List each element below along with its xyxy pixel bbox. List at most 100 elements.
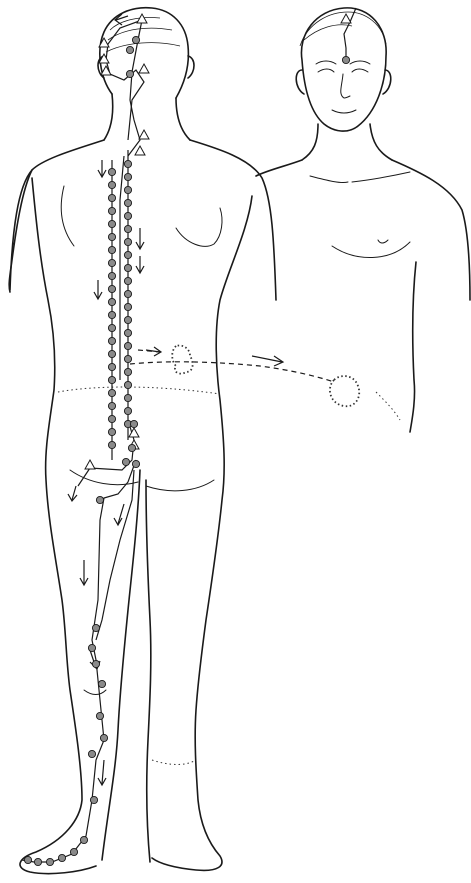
spine-outer-line: [120, 156, 124, 380]
circle-point: [108, 194, 115, 201]
circle-point: [108, 246, 115, 253]
circle-point: [124, 329, 131, 336]
circle-point: [46, 858, 53, 865]
flow-arrow: [98, 760, 106, 785]
flow-arrows: [68, 14, 283, 785]
circle-point: [124, 368, 131, 375]
back-body-right-outline: [152, 140, 276, 870]
circle-point: [92, 624, 99, 631]
flow-arrow: [114, 504, 124, 525]
flow-arrow: [68, 486, 77, 501]
circle-point: [96, 712, 103, 719]
circle-point: [108, 233, 115, 240]
circle-point: [108, 207, 115, 214]
kidney-organ: [172, 345, 192, 373]
circle-point: [124, 355, 131, 362]
back-neck-right: [176, 98, 190, 140]
flow-arrow: [136, 228, 144, 249]
circle-point: [58, 854, 65, 861]
circle-point: [108, 337, 115, 344]
circle-point: [124, 238, 131, 245]
back-neck: [104, 94, 113, 140]
circle-point: [108, 428, 115, 435]
circle-point: [124, 290, 131, 297]
circle-point: [108, 298, 115, 305]
circle-point: [124, 225, 131, 232]
back-left-inner-leg: [102, 470, 140, 860]
back-waist-line: [58, 387, 220, 394]
triangle-marker: [135, 146, 145, 155]
triangle-marker: [139, 130, 149, 139]
flow-arrow: [94, 280, 102, 299]
circle-point: [108, 441, 115, 448]
circle-point: [24, 856, 31, 863]
triangle-marker: [341, 14, 351, 23]
circle-point: [70, 848, 77, 855]
circle-point: [108, 376, 115, 383]
circle-point: [124, 264, 131, 271]
circle-point: [126, 70, 133, 77]
sacral-route: [78, 420, 134, 486]
circle-point: [132, 460, 139, 467]
front-neck: [302, 124, 392, 160]
circle-point: [124, 316, 131, 323]
triangle-marker: [85, 460, 95, 469]
circle-point: [88, 750, 95, 757]
circle-point: [96, 496, 103, 503]
back-scapula-left: [61, 186, 74, 246]
front-mouth: [332, 110, 356, 113]
circle-point: [108, 259, 115, 266]
circle-point: [130, 420, 137, 427]
circle-point: [122, 458, 129, 465]
front-eyes: [318, 69, 368, 72]
circle-point: [124, 173, 131, 180]
circle-point: [124, 199, 131, 206]
circle-point: [34, 858, 41, 865]
flow-arrow: [98, 160, 106, 177]
front-torso-side: [410, 262, 416, 432]
circle-point: [98, 680, 105, 687]
circle-point: [126, 46, 133, 53]
back-buttock-crease-right: [146, 480, 214, 491]
circle-point: [124, 303, 131, 310]
front-view-figure: [256, 8, 470, 432]
circle-point: [90, 796, 97, 803]
front-nose: [341, 74, 350, 98]
circle-point: [108, 389, 115, 396]
circle-point: [88, 644, 95, 651]
circle-point: [80, 836, 87, 843]
circle-point: [128, 444, 135, 451]
circle-point: [108, 402, 115, 409]
circle-point: [108, 415, 115, 422]
circle-point: [108, 363, 115, 370]
circle-point: [108, 168, 115, 175]
flow-arrow: [80, 560, 88, 585]
circle-point: [108, 285, 115, 292]
back-left-arm: [9, 170, 32, 292]
back-knee-right: [152, 760, 196, 765]
circle-point: [124, 251, 131, 258]
front-collarbones: [310, 172, 410, 183]
circle-point: [132, 36, 139, 43]
back-knee-left: [84, 690, 106, 695]
circle-point: [124, 342, 131, 349]
back-body-left-outline: [10, 140, 104, 874]
back-right-inner-leg: [146, 480, 151, 862]
circle-point: [108, 324, 115, 331]
circle-point: [342, 56, 349, 63]
circle-point: [124, 277, 131, 284]
bladder-organ: [330, 376, 359, 406]
circle-point: [108, 220, 115, 227]
circle-point: [124, 160, 131, 167]
circle-point: [108, 181, 115, 188]
circle-point: [100, 734, 107, 741]
circle-point: [124, 407, 131, 414]
circle-point: [108, 350, 115, 357]
flow-arrow: [252, 356, 283, 366]
triangle-marker: [139, 64, 149, 73]
circle-point: [108, 311, 115, 318]
circle-point: [124, 186, 131, 193]
circle-point: [108, 272, 115, 279]
internal-branch: [130, 362, 334, 382]
